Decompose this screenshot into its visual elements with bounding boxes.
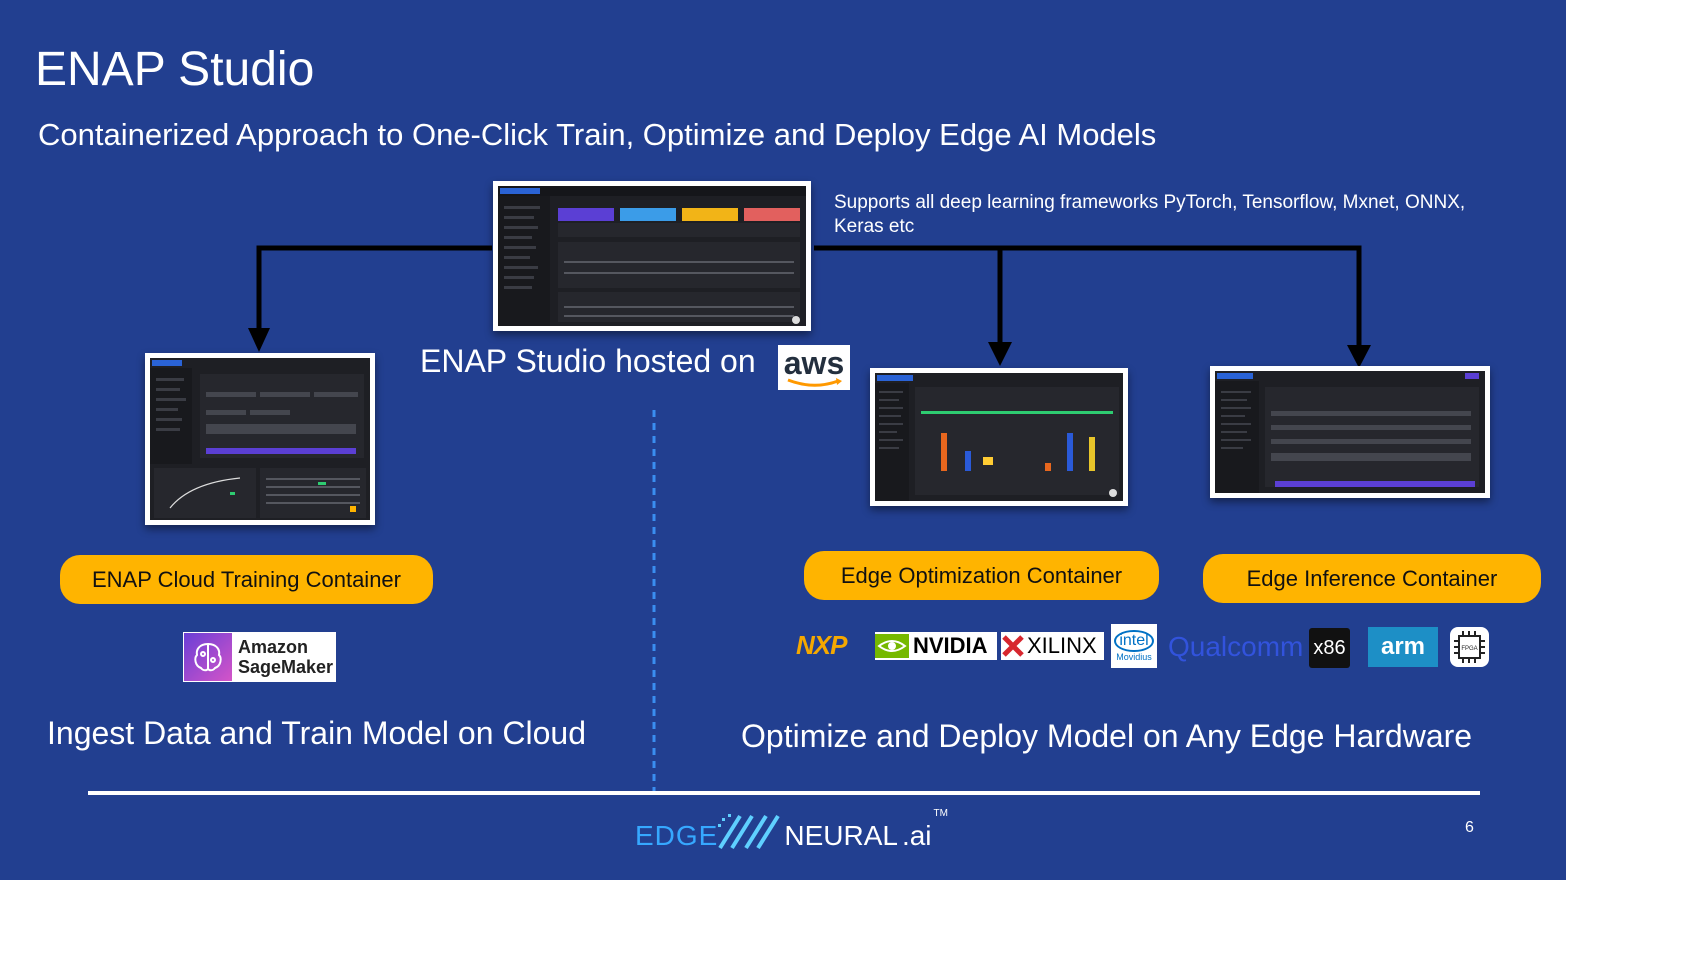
page-number: 6 <box>1465 819 1474 836</box>
frameworks-note: Supports all deep learning frameworks Py… <box>834 192 1466 237</box>
studio-dashboard-screenshot <box>493 181 811 331</box>
xilinx-logo: XILINX <box>1001 632 1104 660</box>
aws-smile-icon <box>787 377 842 387</box>
edge-optimization-container-badge: Edge Optimization Container <box>804 551 1159 600</box>
fpga-chip-icon: FPGA <box>1449 626 1490 668</box>
slide-subtitle: Containerized Approach to One-Click Trai… <box>38 117 1157 152</box>
edge-inference-screenshot <box>1210 366 1490 498</box>
edge-optimization-screenshot <box>870 368 1128 506</box>
slide-title: ENAP Studio <box>35 43 315 96</box>
nvidia-logo: NVIDIA <box>875 632 997 660</box>
arrow-down-icon <box>1347 345 1371 368</box>
hosted-label: ENAP Studio hosted on <box>420 343 756 379</box>
xilinx-x-icon <box>1002 635 1024 657</box>
right-caption: Optimize and Deploy Model on Any Edge Ha… <box>741 718 1473 754</box>
optimization-mockup <box>875 375 1119 501</box>
dashboard-mockup <box>498 186 806 326</box>
nvidia-eye-icon <box>875 634 909 658</box>
arrow-down-icon <box>988 342 1012 366</box>
cloud-training-screenshot <box>145 353 375 525</box>
cloud-training-container-badge: ENAP Cloud Training Container <box>60 555 433 604</box>
sagemaker-line1: Amazon <box>238 637 309 657</box>
dna-helix-icon <box>718 814 781 850</box>
left-caption: Ingest Data and Train Model on Cloud <box>47 715 586 751</box>
slide: ENAP Studio Containerized Approach to On… <box>0 0 1566 880</box>
arm-logo: arm <box>1368 627 1438 667</box>
qualcomm-logo: Qualcomm <box>1168 631 1304 662</box>
intel-movidius-logo: intel Movidius <box>1111 624 1157 668</box>
aws-logo: aws <box>778 345 850 390</box>
nxp-logo: NXP <box>796 630 847 660</box>
connector-lines <box>88 245 1480 795</box>
x86-logo: x86 <box>1309 628 1350 668</box>
sagemaker-line2: SageMaker <box>238 657 334 677</box>
svg-text:FPGA: FPGA <box>1461 646 1477 652</box>
sagemaker-brain-icon <box>184 633 232 681</box>
edge-inference-container-badge: Edge Inference Container <box>1203 554 1541 603</box>
training-mockup <box>150 358 370 518</box>
inference-mockup <box>1215 373 1479 493</box>
edgeneural-logo: EDGE NEURAL .ai TM <box>635 808 948 851</box>
sagemaker-logo: Amazon SageMaker <box>183 632 336 682</box>
arrow-down-icon <box>248 328 270 352</box>
